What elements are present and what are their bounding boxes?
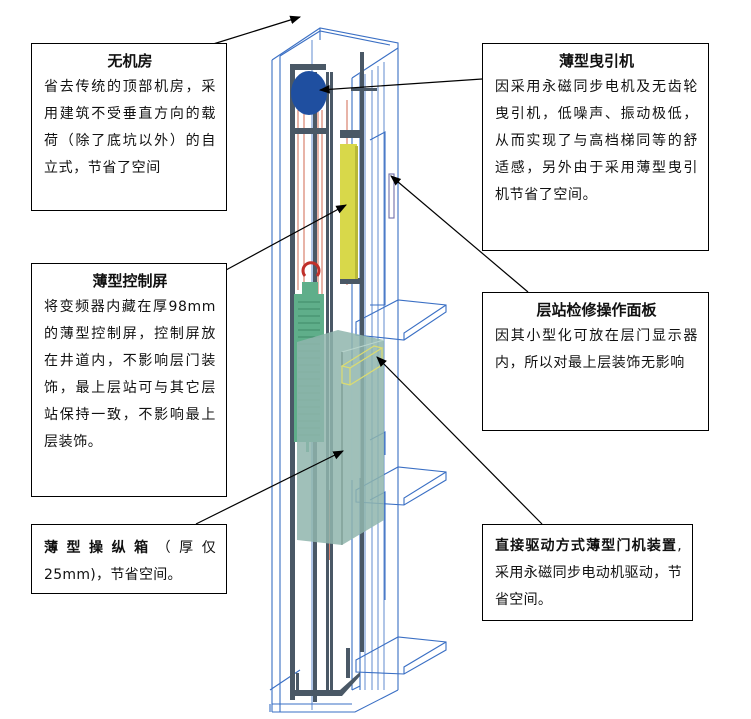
callout-title: 薄型曳引机 (558, 52, 634, 70)
callout-body: 薄型操纵箱（厚仅25mm)，节省空间。 (44, 535, 216, 589)
callout-body: 因采用永磁同步电机及无齿轮曳引机，低噪声、振动极低，从而实现了与高档梯同等的舒适… (495, 79, 698, 203)
arrow-door-operator (376, 356, 543, 525)
callout-body: 省去传统的顶部机房，采用建筑不受垂直方向的载荷（除了底坑以外）的自立式，节省了空… (44, 79, 216, 176)
callout-title: 薄型控制屏 (92, 272, 168, 290)
arrow-traction-machine (318, 78, 483, 94)
callout-title: 层站检修操作面板 (536, 301, 657, 319)
callout-landing-inspection-panel: 层站检修操作面板 因其小型化可放在层门显示器内，所以对最上层装饰无影响 (482, 292, 709, 431)
callout-thin-control-panel: 薄型控制屏 将变频器内藏在厚98mm的薄型控制屏，控制屏放在井道内，不影响层门装… (31, 263, 227, 497)
arrow-machine-room-less (209, 15, 302, 46)
elevator-car (297, 330, 385, 545)
callout-title: 薄型操纵箱 (44, 540, 157, 556)
callout-title: 直接驱动方式薄型门机装置 (495, 538, 678, 554)
arrow-landing-panel (390, 175, 529, 293)
arrow-car-operating-panel (195, 450, 344, 525)
callout-body: 因其小型化可放在层门显示器内，所以对最上层装饰无影响 (495, 328, 698, 371)
callout-body: 将变频器内藏在厚98mm的薄型控制屏，控制屏放在井道内，不影响层门装饰，最上层站… (44, 299, 216, 450)
callout-thin-traction-machine: 薄型曳引机 因采用永磁同步电机及无齿轮曳引机，低噪声、振动极低，从而实现了与高档… (482, 43, 709, 251)
callout-text: ,采用永磁同步电动机驱动，节省空间。 (495, 538, 682, 608)
callout-body: 直接驱动方式薄型门机装置,采用永磁同步电动机驱动，节省空间。 (495, 533, 682, 614)
callout-title: 无机房 (107, 52, 153, 70)
callout-machine-room-less: 无机房 省去传统的顶部机房，采用建筑不受垂直方向的载荷（除了底坑以外）的自立式，… (31, 43, 227, 211)
arrow-control-panel (225, 204, 347, 271)
callout-thin-car-operating-panel: 薄型操纵箱（厚仅25mm)，节省空间。 (31, 524, 227, 594)
callout-text: （厚仅25mm)，节省空间。 (44, 540, 216, 583)
callout-arrows (195, 15, 543, 525)
callout-direct-drive-door-operator: 直接驱动方式薄型门机装置,采用永磁同步电动机驱动，节省空间。 (482, 524, 693, 621)
traction-sheave (291, 71, 327, 115)
counterweight (340, 144, 358, 279)
